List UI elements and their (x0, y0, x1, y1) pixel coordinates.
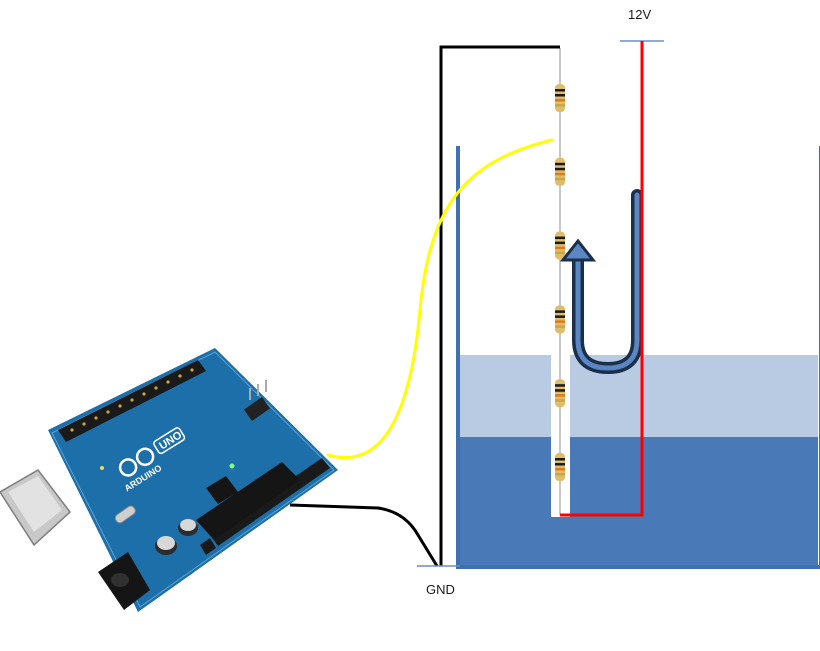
ground-wire (289, 45, 560, 567)
resistor-icon (555, 231, 565, 260)
power-jack (98, 552, 150, 610)
ground-label: GND (426, 582, 455, 597)
power-led (229, 463, 235, 469)
status-led (100, 466, 104, 470)
arduino-uno-board: ARDUINO UNO (0, 348, 338, 612)
resistor-icon (555, 379, 565, 408)
resistor-icon (555, 453, 565, 481)
resistor-ladder (551, 48, 570, 517)
water-tank (456, 146, 820, 569)
u-tube-arrow-icon (559, 189, 643, 375)
ground-line-board (289, 503, 439, 567)
usb-chip (206, 476, 238, 504)
usb-port (0, 469, 72, 547)
microcontroller-chip (196, 462, 300, 540)
signal-line (326, 138, 554, 460)
supply-line (560, 41, 644, 517)
ground-line-top (439, 45, 560, 566)
signal-wire (326, 138, 554, 460)
supply-wire (560, 40, 664, 517)
resistor-icon (555, 305, 565, 334)
digital-header (58, 360, 206, 442)
icsp-header (243, 380, 271, 422)
crystal (114, 505, 136, 524)
resistor-icon (555, 84, 565, 112)
water-deep-layer (460, 437, 818, 567)
water-surface-layer (460, 355, 818, 437)
capacitors (155, 519, 198, 555)
tank-wall (456, 146, 820, 569)
supply-label: 12V (628, 7, 652, 22)
resistor-icon (555, 157, 565, 186)
